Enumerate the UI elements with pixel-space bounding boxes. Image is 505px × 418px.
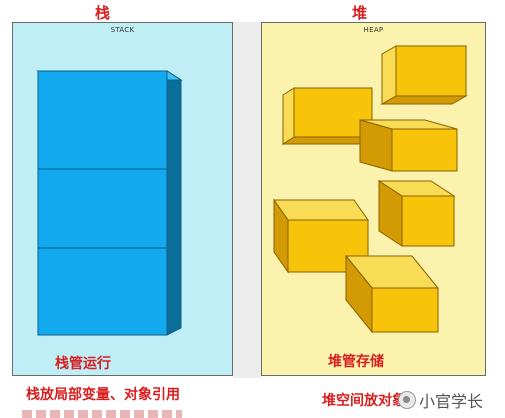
watermark-text: 小官学长	[419, 392, 484, 411]
heap-blocks	[273, 45, 468, 334]
heap-block-front-face	[293, 87, 373, 138]
heap-note: 堆空间放对象	[322, 393, 406, 409]
heap-block-bottom-face	[281, 136, 374, 145]
heap-title: 堆	[352, 4, 368, 22]
stack-blocks	[36, 70, 183, 336]
heap-object-block-3	[359, 119, 458, 172]
watermark: 小官学长	[398, 388, 483, 412]
stack-block-1	[37, 70, 168, 170]
heap-block-top-face	[273, 199, 369, 221]
wechat-logo-icon	[398, 391, 416, 409]
heap-label: HEAP	[363, 26, 384, 34]
heap-block-side-face	[359, 119, 393, 172]
stack-block-2	[37, 168, 168, 249]
heap-object-block-4	[377, 180, 456, 247]
heap-panel: HEAP 堆管存储	[261, 22, 486, 376]
panel-divider	[233, 22, 261, 378]
heap-object-block-6	[344, 254, 440, 334]
stack-note: 栈放局部变量、对象引用	[26, 387, 180, 403]
faded-text-line	[22, 410, 182, 418]
heap-block-side-face	[381, 45, 397, 105]
stack-label: STACK	[110, 26, 135, 34]
stack-block-3	[37, 247, 168, 336]
stack-title: 栈	[95, 4, 111, 22]
heap-object-block-2	[281, 87, 374, 145]
stack-panel: STACK 栈管运行	[12, 22, 233, 376]
heap-block-front-face	[391, 128, 458, 172]
heap-block-front-face	[401, 195, 455, 247]
heap-block-front-face	[371, 287, 439, 333]
heap-object-block-1	[380, 45, 468, 105]
stack-caption: 栈管运行	[55, 356, 111, 372]
heap-caption: 堆管存储	[328, 354, 384, 370]
heap-block-front-face	[395, 45, 467, 97]
stack-side-face	[166, 70, 182, 336]
heap-block-side-face	[282, 87, 295, 145]
